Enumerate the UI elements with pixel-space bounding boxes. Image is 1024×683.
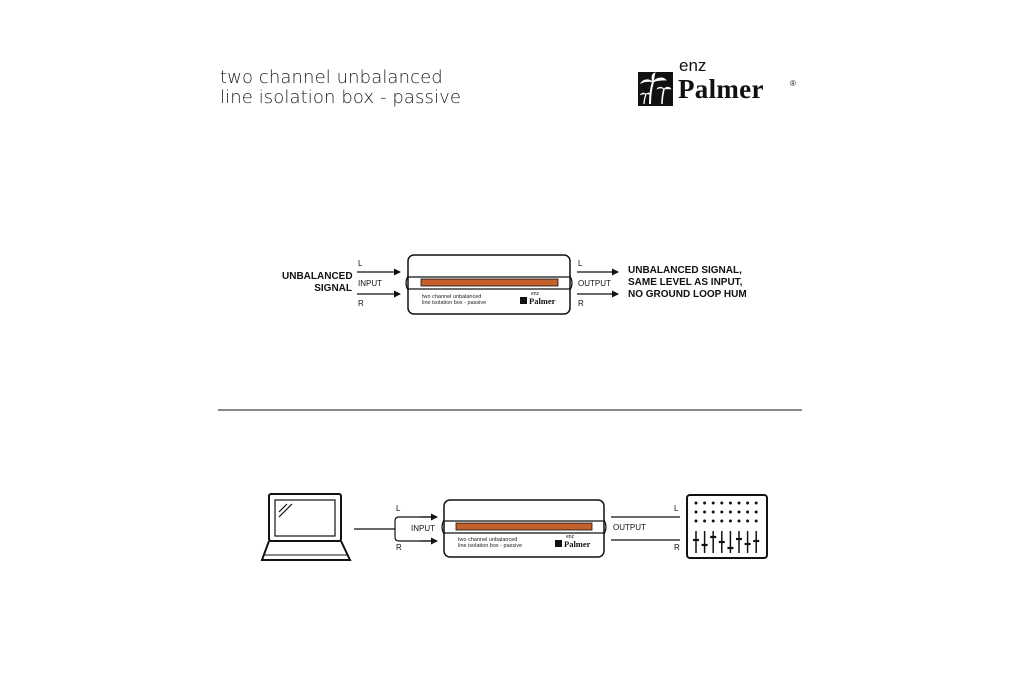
mixer-icon [686, 494, 768, 559]
d1-box-brand-small: enz [531, 291, 540, 297]
logo-brand-main: Palmer [678, 74, 764, 104]
d1-box-text-line-2: line isolation box - passive [422, 300, 487, 306]
mixer-knob [746, 519, 750, 523]
mixer-knob [754, 510, 758, 514]
mixer-knob [728, 501, 732, 505]
mixer-knob [728, 510, 732, 514]
d2-box-brand-main: Palmer [564, 539, 591, 549]
d1-accent-stripe [420, 278, 559, 287]
mixer-knob [711, 501, 715, 505]
d1-box-text-line-1: two channel unbalanced [422, 294, 482, 300]
d1-box-brand-main: Palmer [529, 296, 556, 306]
d2-accent-stripe [455, 522, 593, 531]
d1-mini-palm-icon [520, 297, 527, 304]
d2-input-l-label: L [396, 504, 401, 513]
mixer-knob [746, 501, 750, 505]
d2-box-brand-small: enz [566, 534, 575, 540]
mixer-knob [728, 519, 732, 523]
mixer-knob [703, 501, 707, 505]
d2-output-l-label: L [674, 504, 679, 513]
d2-input-label: INPUT [411, 524, 435, 533]
palm-tree-logo-icon [638, 72, 673, 106]
d1-output-label: OUTPUT [578, 279, 611, 288]
logo-registered: ® [790, 79, 796, 88]
mixer-knob [746, 510, 750, 514]
d2-input-r-label: R [396, 543, 402, 552]
mixer-knob [754, 501, 758, 505]
d2-output-r-label: R [674, 543, 680, 552]
d1-isolation-box [405, 254, 573, 315]
d1-input-label: INPUT [358, 279, 382, 288]
d2-isolation-box [441, 499, 607, 558]
mixer-knob [737, 519, 741, 523]
d1-input-r-label: R [358, 299, 364, 308]
page-title-line-2: line isolation box - passive [220, 87, 462, 108]
mixer-knob [720, 519, 724, 523]
mixer-knob [754, 519, 758, 523]
laptop-icon [260, 493, 352, 561]
mixer-knob [720, 510, 724, 514]
d2-output-label: OUTPUT [613, 523, 646, 532]
d1-left-signal-line-2: SIGNAL [314, 283, 352, 294]
mixer-knob [703, 510, 707, 514]
mixer-knob [737, 510, 741, 514]
d1-right-signal-line-1: UNBALANCED SIGNAL, [628, 265, 742, 276]
page-title-line-1: two channel unbalanced [220, 67, 443, 88]
d1-output-l-label: L [578, 259, 583, 268]
mixer-knob [711, 519, 715, 523]
d2-box-text-line-1: two channel unbalanced [458, 537, 518, 543]
mixer-knob [703, 519, 707, 523]
d1-right-signal-line-3: NO GROUND LOOP HUM [628, 289, 747, 300]
d1-output-r-label: R [578, 299, 584, 308]
d1-right-signal-line-2: SAME LEVEL AS INPUT, [628, 277, 743, 288]
mixer-knob [694, 510, 698, 514]
mixer-knob [694, 519, 698, 523]
d2-mini-palm-icon [555, 540, 562, 547]
mixer-knob [711, 510, 715, 514]
mixer-knob [720, 501, 724, 505]
d2-box-text-line-2: line isolation box - passive [458, 543, 523, 549]
d2-input-lines [354, 516, 437, 542]
mixer-knob [737, 501, 741, 505]
mixer-knob [694, 501, 698, 505]
d1-input-l-label: L [358, 259, 363, 268]
logo-brand-small: enz [679, 56, 707, 75]
d1-left-signal-line-1: UNBALANCED [282, 271, 353, 282]
